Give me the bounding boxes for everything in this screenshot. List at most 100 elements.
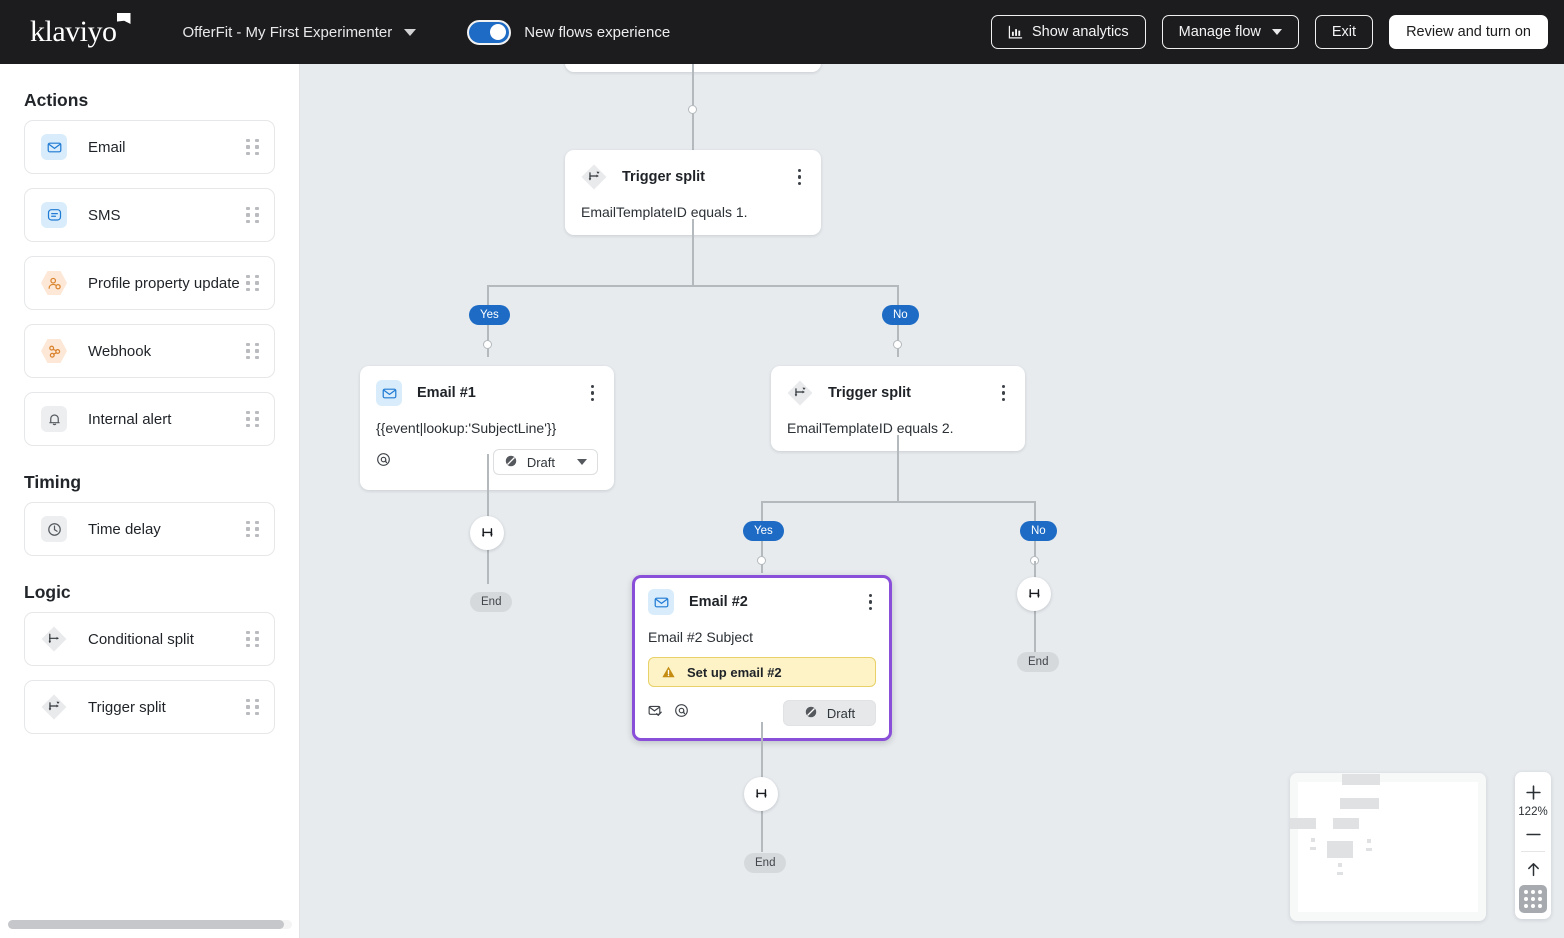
show-analytics-label: Show analytics [1031,24,1129,40]
sidebar-item-webhook[interactable]: Webhook [24,324,275,378]
toggle-switch[interactable] [467,19,512,45]
sidebar-item-label: Profile property update [88,274,240,292]
sidebar-item-profile-property-update[interactable]: Profile property update [24,256,275,310]
sidebar-item-label: Conditional split [88,630,194,648]
show-analytics-button[interactable]: Show analytics [990,15,1146,49]
flow-name: OfferFit - My First Experimenter [182,23,393,41]
section-title-timing: Timing [24,472,82,492]
minimap-block [1342,774,1380,785]
top-bar: klaviyo OfferFit - My First Experimenter… [0,0,1564,64]
new-flows-experience-toggle[interactable]: New flows experience [467,19,671,45]
status-badge-draft[interactable]: Draft [783,700,876,726]
edge-trigger1-horizontal [487,285,898,287]
node-email-2[interactable]: Email #2 Email #2 Subject Set up email #… [632,575,892,741]
draft-status-icon [804,705,818,722]
canvas-minimap[interactable] [1290,773,1486,921]
drag-handle-icon[interactable] [246,520,259,538]
branch-label-no-1[interactable]: No [882,305,919,325]
zoom-out-button[interactable] [1515,821,1551,847]
zoom-level-label: 122% [1518,806,1548,818]
node-menu-button[interactable] [587,383,599,404]
sidebar-item-time-delay[interactable]: Time delay [24,502,275,556]
sidebar-item-label: Internal alert [88,410,172,428]
minimap-block [1337,872,1343,875]
end-node-3[interactable]: End [744,853,787,873]
minimap-block [1310,847,1316,850]
drag-handle-icon[interactable] [246,410,259,428]
klaviyo-logo[interactable]: klaviyo [30,13,131,48]
node-header: Trigger split [581,164,805,190]
node-subject: Email #2 Subject [648,629,754,645]
scrollbar-thumb[interactable] [8,920,284,929]
status-label: Draft [826,705,856,721]
minimap-block [1327,841,1353,858]
conditional-split-icon [481,527,493,537]
node-subject: {{event|lookup:'SubjectLine'}} [376,420,557,436]
node-menu-button[interactable] [865,592,877,613]
node-menu-button[interactable] [794,167,806,188]
drag-handle-icon[interactable] [246,630,259,648]
edge-dot[interactable] [893,340,902,349]
edge-dot[interactable] [757,556,766,565]
drag-handle-icon[interactable] [246,274,259,292]
node-trigger-split-2[interactable]: Trigger split EmailTemplateID equals 2. [771,366,1025,451]
sidebar-item-email[interactable]: Email [24,120,275,174]
sidebar-item-conditional-split[interactable]: Conditional split [24,612,275,666]
grid-toggle-button[interactable] [1519,885,1547,913]
end-node-1[interactable]: End [470,592,513,612]
sidebar-item-internal-alert[interactable]: Internal alert [24,392,275,446]
webhook-icon [41,339,67,363]
drag-handle-icon[interactable] [246,698,259,716]
edge-trigger2-down [897,435,899,502]
sidebar-item-trigger-split[interactable]: Trigger split [24,680,275,734]
add-step-button[interactable] [470,516,504,550]
zoom-in-button[interactable] [1515,779,1551,805]
edge-dot[interactable] [688,105,697,114]
logo-text: klaviyo [30,15,117,48]
drag-handle-icon[interactable] [246,138,259,156]
section-title-logic: Logic [24,582,71,602]
sms-icon [41,202,67,228]
flow-canvas[interactable]: Trigger split EmailTemplateID equals 1. … [300,64,1564,938]
drag-handle-icon[interactable] [246,342,259,360]
exit-button[interactable]: Exit [1314,15,1374,49]
chevron-down-icon [1271,29,1282,35]
trigger-split-icon [787,380,813,406]
sidebar-item-label: Webhook [88,342,152,360]
flow-selector[interactable]: OfferFit - My First Experimenter [183,24,417,41]
status-label: Draft [526,454,555,470]
drag-handle-icon[interactable] [246,206,259,224]
bell-icon [41,406,67,432]
sidebar-item-label: Email [88,138,126,156]
end-node-2[interactable]: End [1017,652,1060,672]
sidebar-horizontal-scrollbar[interactable] [8,920,292,929]
setup-warning-banner[interactable]: Set up email #2 [648,657,876,687]
email-icon [41,134,67,160]
email-check-icon [648,703,663,723]
minimap-block [1366,848,1372,851]
sidebar-item-sms[interactable]: SMS [24,188,275,242]
minimap-block [1367,839,1371,843]
add-step-button[interactable] [744,777,778,811]
status-badge-draft[interactable]: Draft [492,449,598,475]
manage-flow-button[interactable]: Manage flow [1161,15,1299,49]
chevron-down-icon [404,28,417,36]
toggle-label: New flows experience [524,23,671,41]
draft-status-icon [504,454,518,471]
node-footer: Draft [376,449,598,475]
branch-label-yes-1[interactable]: Yes [469,305,510,325]
at-mention-icon [674,703,689,723]
recenter-button[interactable] [1515,856,1551,882]
edge-trigger1-down [692,219,694,286]
review-and-turn-on-button[interactable]: Review and turn on [1389,15,1548,49]
edge-dot[interactable] [483,340,492,349]
minimap-block [1290,818,1316,829]
divider [1521,851,1545,852]
add-step-button[interactable] [1017,577,1051,611]
components-sidebar: Actions Email SMS Profile property updat… [0,64,300,938]
node-menu-button[interactable] [998,383,1010,404]
edge-no2-to-end [1034,561,1036,671]
branch-label-yes-2[interactable]: Yes [743,521,784,541]
node-header: Trigger split [787,380,1009,406]
branch-label-no-2[interactable]: No [1020,521,1057,541]
